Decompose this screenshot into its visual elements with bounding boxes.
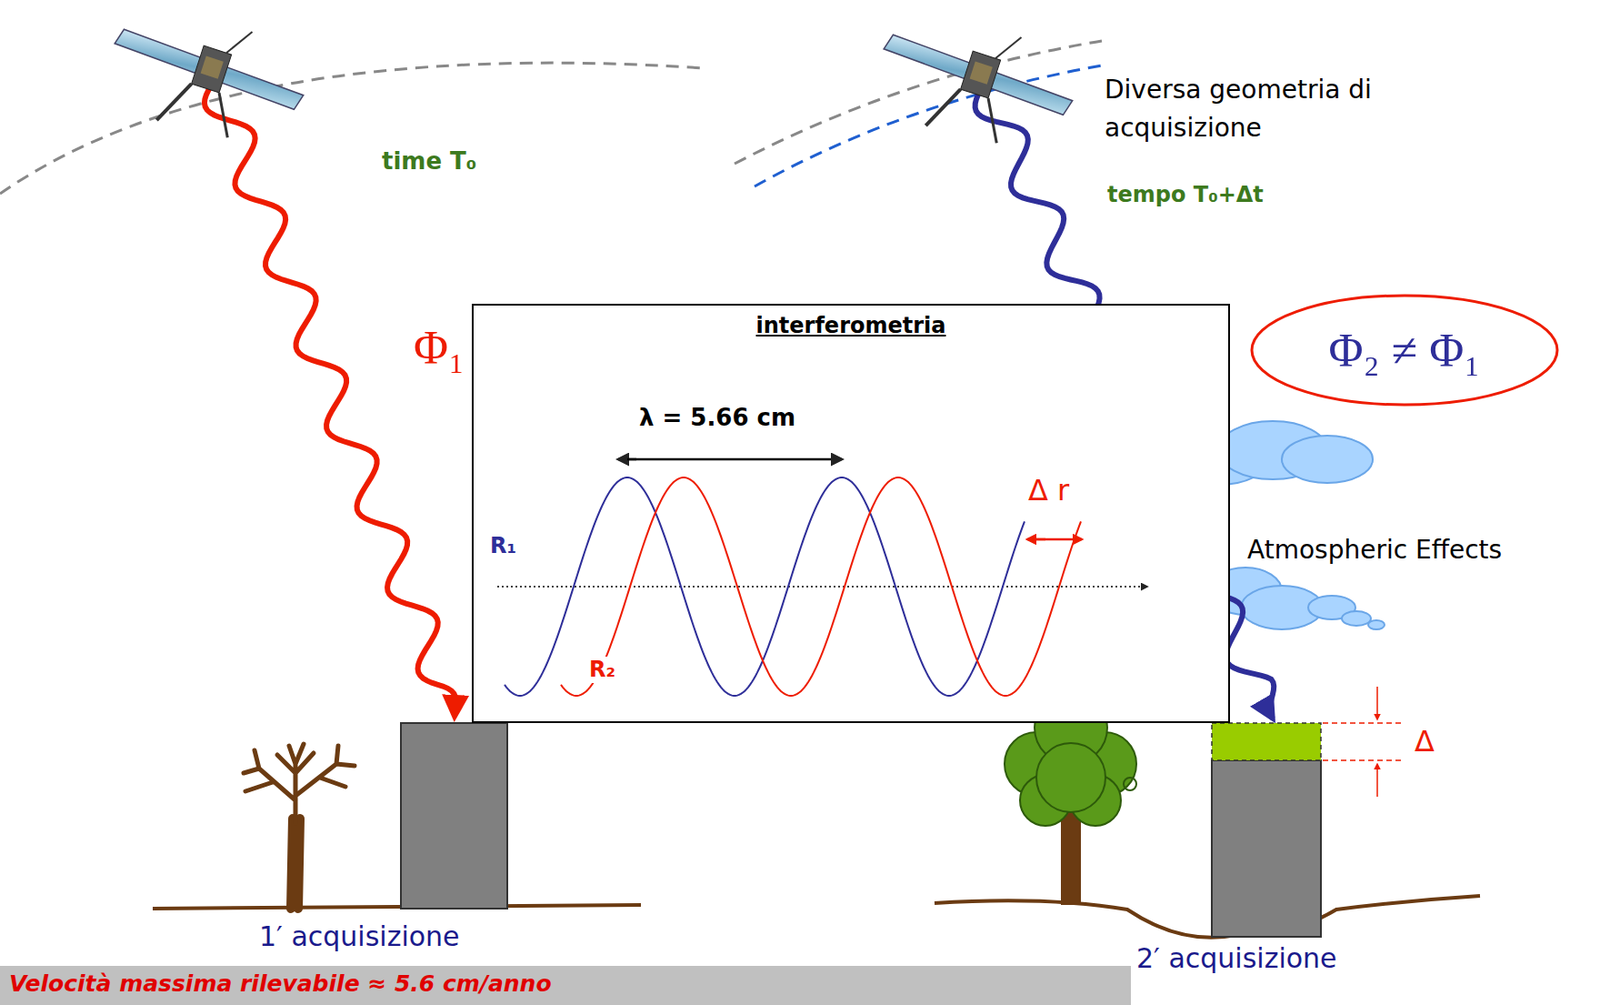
geometry-note: Diversa geometria di acquisizione bbox=[1104, 70, 1487, 148]
shift-arrow bbox=[1027, 538, 1046, 541]
dim-arrow bbox=[1376, 763, 1379, 797]
bare-tree bbox=[243, 743, 355, 909]
satellite bbox=[865, 0, 1087, 167]
leader bbox=[1322, 721, 1405, 724]
uplift bbox=[1211, 722, 1321, 760]
displacement-label: Δ bbox=[1414, 723, 1435, 759]
phase-label: Φ₁ bbox=[413, 320, 465, 377]
satellite bbox=[96, 0, 318, 161]
acquisition-label: 2′ acquisizione bbox=[1136, 941, 1338, 975]
time-label: time T₀ bbox=[381, 147, 477, 176]
shift-label: Δ r bbox=[1025, 472, 1072, 508]
building bbox=[400, 722, 508, 909]
phase-relation: Φ₂ ≠ Φ₁ bbox=[1329, 323, 1481, 378]
ground bbox=[934, 895, 1480, 938]
shift-arrow bbox=[1036, 538, 1082, 541]
ground bbox=[152, 904, 641, 909]
wavelength-arrow bbox=[618, 458, 637, 461]
wavelength-label: λ = 5.66 cm bbox=[636, 403, 799, 432]
wavelength-arrow bbox=[627, 458, 842, 461]
tree bbox=[1004, 690, 1137, 905]
phase-ellipse: Φ₂ ≠ Φ₁ bbox=[1250, 293, 1560, 407]
ellipse-shape bbox=[1251, 295, 1558, 405]
acquisition-label: 1′ acquisizione bbox=[259, 920, 460, 953]
signal-name: R₁ bbox=[487, 532, 520, 560]
note-bar bbox=[0, 965, 1131, 1005]
note-text: Velocità massima rilevabile ≈ 5.6 cm/ann… bbox=[9, 970, 552, 998]
time-label: tempo T₀+Δt bbox=[1107, 181, 1264, 209]
leader bbox=[1322, 759, 1405, 761]
building bbox=[1211, 760, 1321, 937]
wave-r2 bbox=[560, 477, 1081, 696]
signal-name: R₂ bbox=[586, 656, 619, 683]
dim-arrow bbox=[1376, 686, 1379, 720]
orbit-new bbox=[754, 65, 1102, 187]
effect-label: Atmospheric Effects bbox=[1247, 534, 1502, 566]
wave-r1 bbox=[504, 477, 1025, 696]
panel-title: interferometria bbox=[756, 312, 947, 339]
axis bbox=[497, 585, 1148, 588]
radar-wave bbox=[204, 80, 457, 717]
orbit bbox=[0, 62, 705, 194]
